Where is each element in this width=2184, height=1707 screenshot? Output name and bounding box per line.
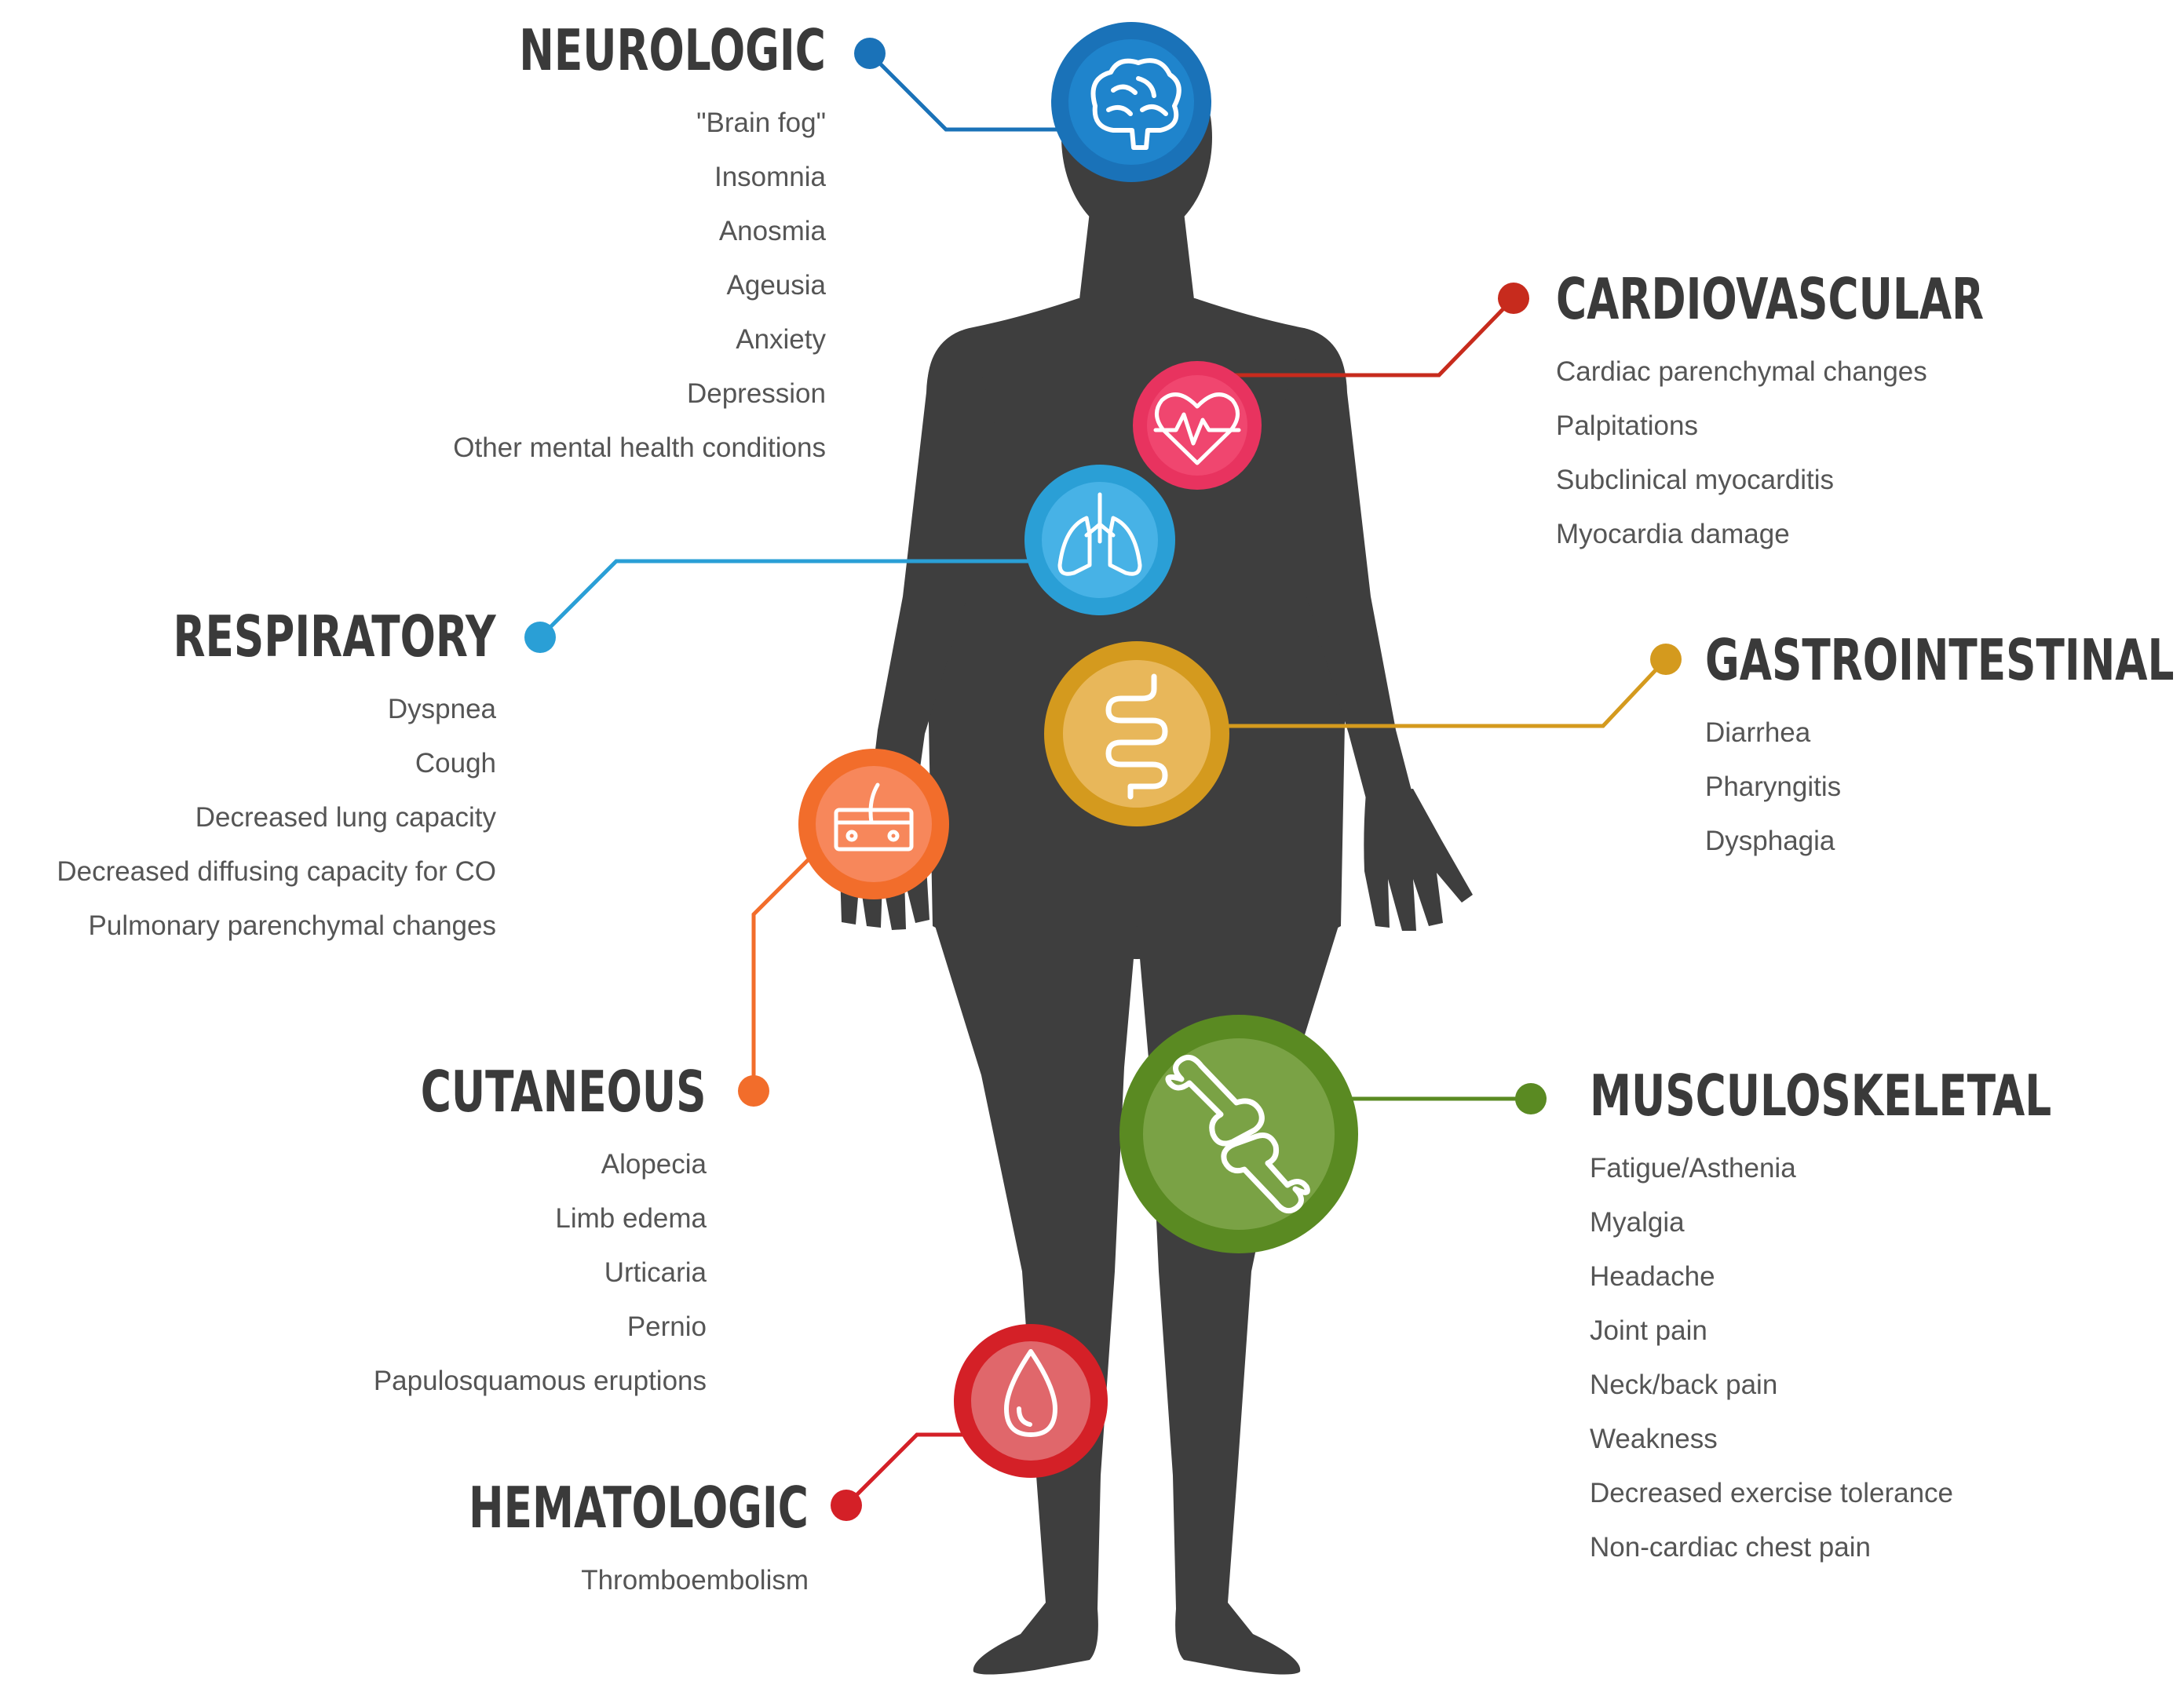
musculoskeletal-dot <box>1515 1083 1547 1114</box>
cutaneous-dot <box>738 1075 769 1107</box>
list-item: Pulmonary parenchymal changes <box>88 910 496 941</box>
cardiovascular-title: CARDIOVASCULAR <box>1556 266 1985 332</box>
list-item: Ageusia <box>726 270 826 301</box>
hematologic-connector <box>845 1432 975 1507</box>
list-item: Joint pain <box>1590 1315 1707 1346</box>
musculoskeletal-list: Fatigue/Asthenia Myalgia Headache Joint … <box>1590 1141 2184 1574</box>
list-item: Dysphagia <box>1705 826 1835 856</box>
gastrointestinal-group: GASTROINTESTINAL Diarrhea Pharyngitis Dy… <box>1705 632 2184 868</box>
silhouette-left-leg <box>933 918 1137 1675</box>
list-item: Palpitations <box>1556 410 1698 441</box>
list-item: Neck/back pain <box>1590 1370 1778 1400</box>
list-item: Thromboembolism <box>581 1565 809 1596</box>
hematologic-orb <box>954 1324 1108 1478</box>
silhouette-right-arm <box>1275 328 1413 804</box>
hematologic-dot <box>831 1490 862 1521</box>
heart-icon <box>1153 392 1241 465</box>
connector-dots <box>524 38 1682 1521</box>
list-item: Myalgia <box>1590 1207 1685 1238</box>
skin-icon <box>834 782 914 852</box>
musculoskeletal-orb <box>1119 1015 1358 1253</box>
respiratory-dot <box>524 622 556 653</box>
neurologic-orb <box>1051 22 1211 182</box>
blood-drop-icon <box>1004 1349 1057 1437</box>
cardiovascular-dot <box>1498 283 1529 314</box>
respiratory-list: Dyspnea Cough Decreased lung capacity De… <box>57 682 496 953</box>
gastrointestinal-connector <box>1221 658 1667 728</box>
gastrointestinal-orb <box>1044 641 1229 826</box>
neurologic-connector <box>868 52 1058 132</box>
list-item: Myocardia damage <box>1556 519 1790 549</box>
neurologic-list: "Brain fog" Insomnia Anosmia Ageusia Anx… <box>411 96 826 475</box>
lungs-icon <box>1057 492 1142 576</box>
list-item: Other mental health conditions <box>453 432 826 463</box>
respiratory-orb <box>1024 465 1175 615</box>
list-item: Depression <box>686 378 826 409</box>
list-item: Cough <box>415 748 496 779</box>
list-item: Decreased exercise tolerance <box>1590 1478 1954 1508</box>
respiratory-title: RESPIRATORY <box>173 604 496 669</box>
list-item: Insomnia <box>714 162 826 192</box>
respiratory-group: RESPIRATORY Dyspnea Cough Decreased lung… <box>57 608 496 953</box>
list-item: Anxiety <box>736 324 826 355</box>
silhouette-right-hand <box>1364 789 1473 931</box>
list-item: Decreased diffusing capacity for CO <box>57 856 496 887</box>
cardiovascular-orb <box>1133 361 1262 490</box>
list-item: Weakness <box>1590 1424 1718 1454</box>
cutaneous-group: CUTANEOUS Alopecia Limb edema Urticaria … <box>320 1063 707 1408</box>
silhouette-left-arm <box>870 328 999 802</box>
cardiovascular-list: Cardiac parenchymal changes Palpitations… <box>1556 345 2135 561</box>
musculoskeletal-title: MUSCULOSKELETAL <box>1590 1063 2052 1129</box>
list-item: Non-cardiac chest pain <box>1590 1532 1871 1563</box>
intestine-icon <box>1105 673 1168 800</box>
silhouette-neck <box>1079 212 1195 306</box>
list-item: "Brain fog" <box>696 108 826 138</box>
connectors <box>539 52 1667 1507</box>
hematologic-group: HEMATOLOGIC Thromboembolism <box>349 1479 809 1607</box>
list-item: Dyspnea <box>387 694 496 724</box>
list-item: Papulosquamous eruptions <box>373 1366 707 1396</box>
cutaneous-list: Alopecia Limb edema Urticaria Pernio Pap… <box>320 1137 707 1408</box>
list-item: Cardiac parenchymal changes <box>1556 356 1927 387</box>
neurologic-title: NEUROLOGIC <box>519 17 826 83</box>
gastrointestinal-title: GASTROINTESTINAL <box>1705 627 2175 693</box>
brain-icon <box>1090 58 1181 150</box>
list-item: Decreased lung capacity <box>195 802 496 833</box>
list-item: Pernio <box>626 1311 707 1342</box>
list-item: Limb edema <box>555 1203 707 1234</box>
hematologic-title: HEMATOLOGIC <box>469 1475 809 1541</box>
gastrointestinal-list: Diarrhea Pharyngitis Dysphagia <box>1705 706 2184 868</box>
list-item: Alopecia <box>601 1149 707 1180</box>
cutaneous-title: CUTANEOUS <box>421 1059 707 1125</box>
list-item: Pharyngitis <box>1705 771 1842 802</box>
cardiovascular-connector <box>1218 297 1515 378</box>
cardiovascular-group: CARDIOVASCULAR Cardiac parenchymal chang… <box>1556 271 2135 561</box>
list-item: Diarrhea <box>1705 717 1811 748</box>
cutaneous-orb <box>798 749 949 899</box>
neurologic-dot <box>854 38 886 69</box>
respiratory-connector <box>539 559 1032 639</box>
list-item: Subclinical myocarditis <box>1556 465 1835 495</box>
list-item: Urticaria <box>604 1257 707 1288</box>
list-item: Headache <box>1590 1261 1715 1292</box>
cutaneous-connector <box>751 842 826 1091</box>
neurologic-group: NEUROLOGIC "Brain fog" Insomnia Anosmia … <box>411 22 826 475</box>
gastrointestinal-dot <box>1650 644 1682 675</box>
list-item: Fatigue/Asthenia <box>1590 1153 1796 1184</box>
list-item: Anosmia <box>718 216 826 246</box>
joint-icon <box>1165 1054 1310 1214</box>
hematologic-list: Thromboembolism <box>349 1553 809 1607</box>
musculoskeletal-group: MUSCULOSKELETAL Fatigue/Asthenia Myalgia… <box>1590 1067 2184 1574</box>
